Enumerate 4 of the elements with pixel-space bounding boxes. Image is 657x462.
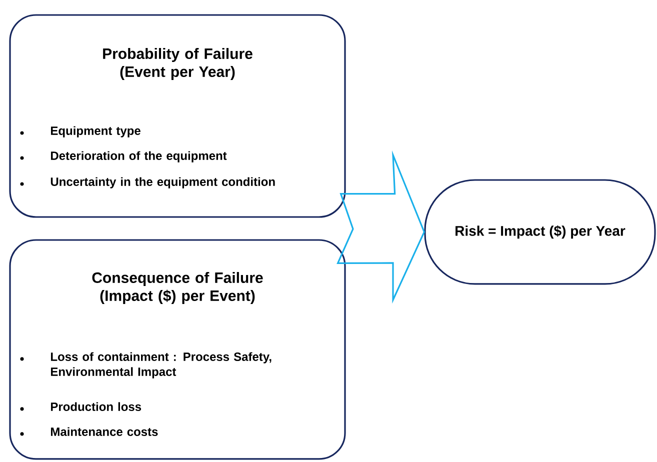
rounded-box: Consequence of Failure (Impact ($) per Event) Loss of containment : Process Safety, Environmental Impact Production loss Maintenance costs — [9, 239, 346, 460]
rounded-box: Probability of Failure (Event per Year) Equipment type Deterioration of the equipment Uncertainty in the equipment condition — [9, 14, 346, 218]
merge-arrow — [336, 150, 426, 304]
rounded-box: Risk = Impact ($) per Year — [424, 179, 656, 285]
